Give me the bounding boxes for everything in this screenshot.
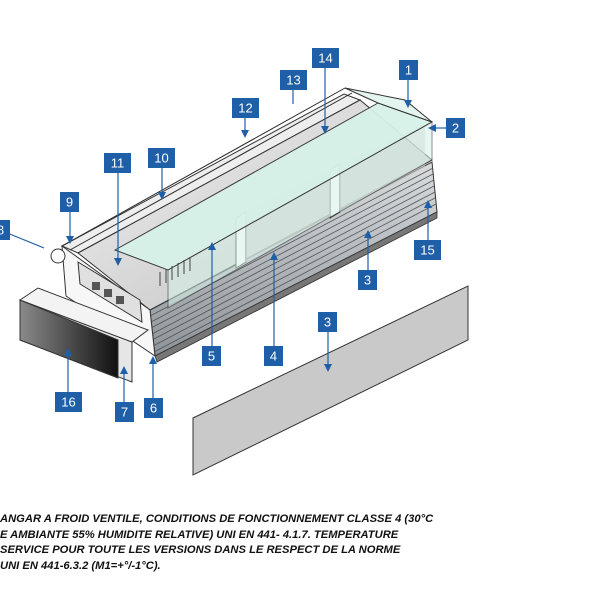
- callout-16: 16: [55, 392, 82, 412]
- fan-disc: [50, 248, 66, 264]
- compressor-detail: [92, 282, 124, 304]
- leader-arrowheads: [64, 100, 436, 374]
- callout-label: 11: [111, 156, 125, 171]
- callout-12: 12: [232, 98, 259, 118]
- callout-4: 4: [264, 346, 283, 366]
- caption-line-3: SERVICE POUR TOUTE LES VERSIONS DANS LE …: [0, 544, 401, 556]
- caption-line-4: UNI EN 441-6.3.2 (M1=+°/-1°C).: [0, 559, 161, 572]
- display-case-body: [50, 87, 438, 363]
- diagram-caption: ANGAR A FROID VENTILE, CONDITIONS DE FON…: [0, 512, 600, 574]
- callout-label: 15: [420, 243, 434, 258]
- callout-5: 5: [202, 346, 221, 366]
- evaporator-fins: [159, 257, 191, 286]
- top-rail-inner: [69, 92, 353, 251]
- top-rail: [61, 87, 346, 247]
- caption-line-1: ANGAR A FROID VENTILE, CONDITIONS DE FON…: [0, 513, 434, 525]
- callout-6: 6: [144, 398, 163, 418]
- callout-label: 12: [238, 101, 252, 116]
- base-plinth: [154, 211, 438, 363]
- callout-label: 5: [208, 349, 215, 364]
- callout-9: 9: [60, 192, 79, 212]
- front-access-panel-face: [19, 299, 119, 379]
- callout-3-lower: 3: [318, 312, 337, 332]
- callout-label: 1: [405, 63, 412, 78]
- caption-line-2: E AMBIANTE 55% HUMIDITE RELATIVE) UNI EN…: [0, 528, 399, 541]
- callout-1: 1: [399, 60, 418, 80]
- callout-label: 2: [452, 121, 459, 136]
- glass-front: [167, 121, 433, 309]
- callout-7: 7: [115, 402, 134, 422]
- callout-label: 4: [270, 349, 277, 364]
- callout-label: 14: [318, 51, 332, 66]
- loose-side-panel: [192, 285, 469, 476]
- callout-3-upper: 3: [358, 270, 377, 290]
- callout-15: 15: [414, 240, 441, 260]
- callout-label: 10: [154, 151, 168, 166]
- callout-8: 8: [0, 220, 10, 240]
- callout-10: 10: [148, 148, 175, 168]
- callout-2: 2: [446, 118, 465, 138]
- callout-11: 11: [104, 153, 131, 173]
- callout-label: 6: [150, 401, 157, 416]
- callout-label: 3: [324, 315, 331, 330]
- front-access-panel-top: [18, 287, 150, 343]
- callout-13: 13: [280, 70, 307, 90]
- callout-label: 9: [66, 195, 73, 210]
- callout-label: 8: [0, 223, 4, 238]
- callout-label: 13: [286, 73, 300, 88]
- callout-14: 14: [312, 48, 339, 68]
- callout-label: 16: [61, 395, 75, 410]
- callout-label: 7: [121, 405, 128, 420]
- callout-label: 3: [364, 273, 371, 288]
